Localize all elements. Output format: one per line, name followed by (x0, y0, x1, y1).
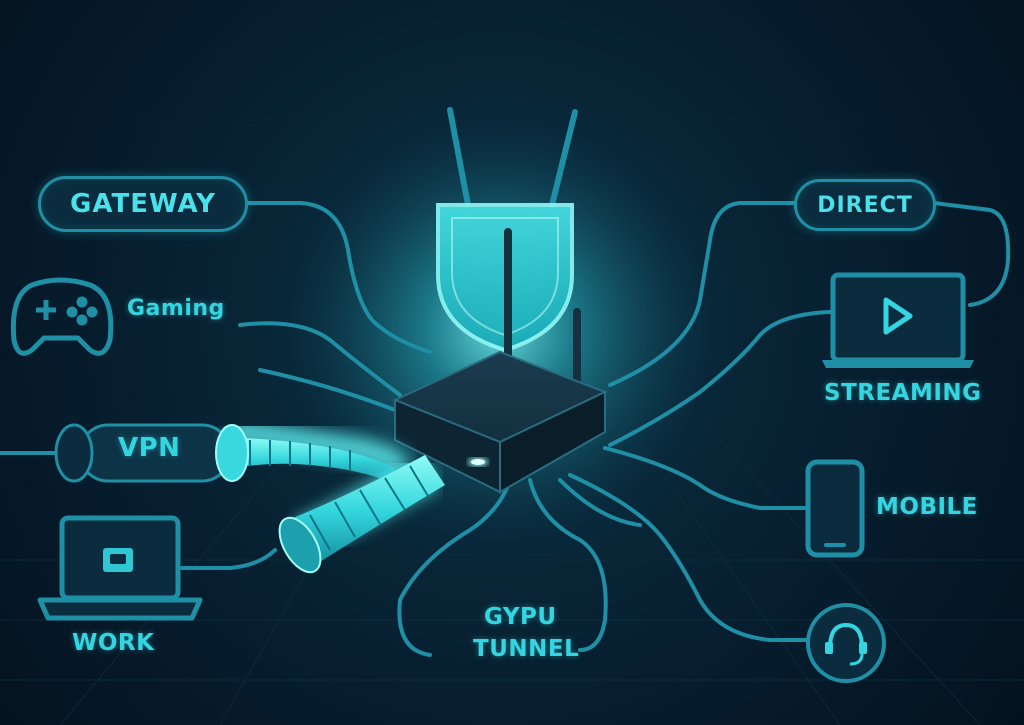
phone-icon (805, 459, 865, 558)
laptop-icon (37, 515, 203, 621)
streaming-label: STREAMING (824, 380, 982, 406)
gamepad-icon (10, 277, 114, 356)
gaming-label: Gaming (127, 296, 225, 321)
tunnel-label-line1: GYPU (484, 604, 557, 630)
tunnel-label-line2: TUNNEL (473, 636, 580, 662)
play-screen-icon (822, 272, 974, 368)
router-icon (392, 228, 608, 494)
direct-label: DIRECT (817, 192, 913, 218)
mobile-label: MOBILE (876, 494, 978, 520)
connection-lines (0, 201, 1011, 657)
vpn-label: VPN (118, 433, 181, 463)
tunnel-tube (278, 452, 445, 574)
work-label: WORK (72, 630, 155, 656)
direct-pill: DIRECT (794, 179, 936, 231)
gateway-pill: GATEWAY (38, 176, 248, 232)
gateway-label: GATEWAY (70, 189, 216, 219)
headset-icon (806, 603, 886, 683)
vpn-tube (54, 417, 412, 483)
